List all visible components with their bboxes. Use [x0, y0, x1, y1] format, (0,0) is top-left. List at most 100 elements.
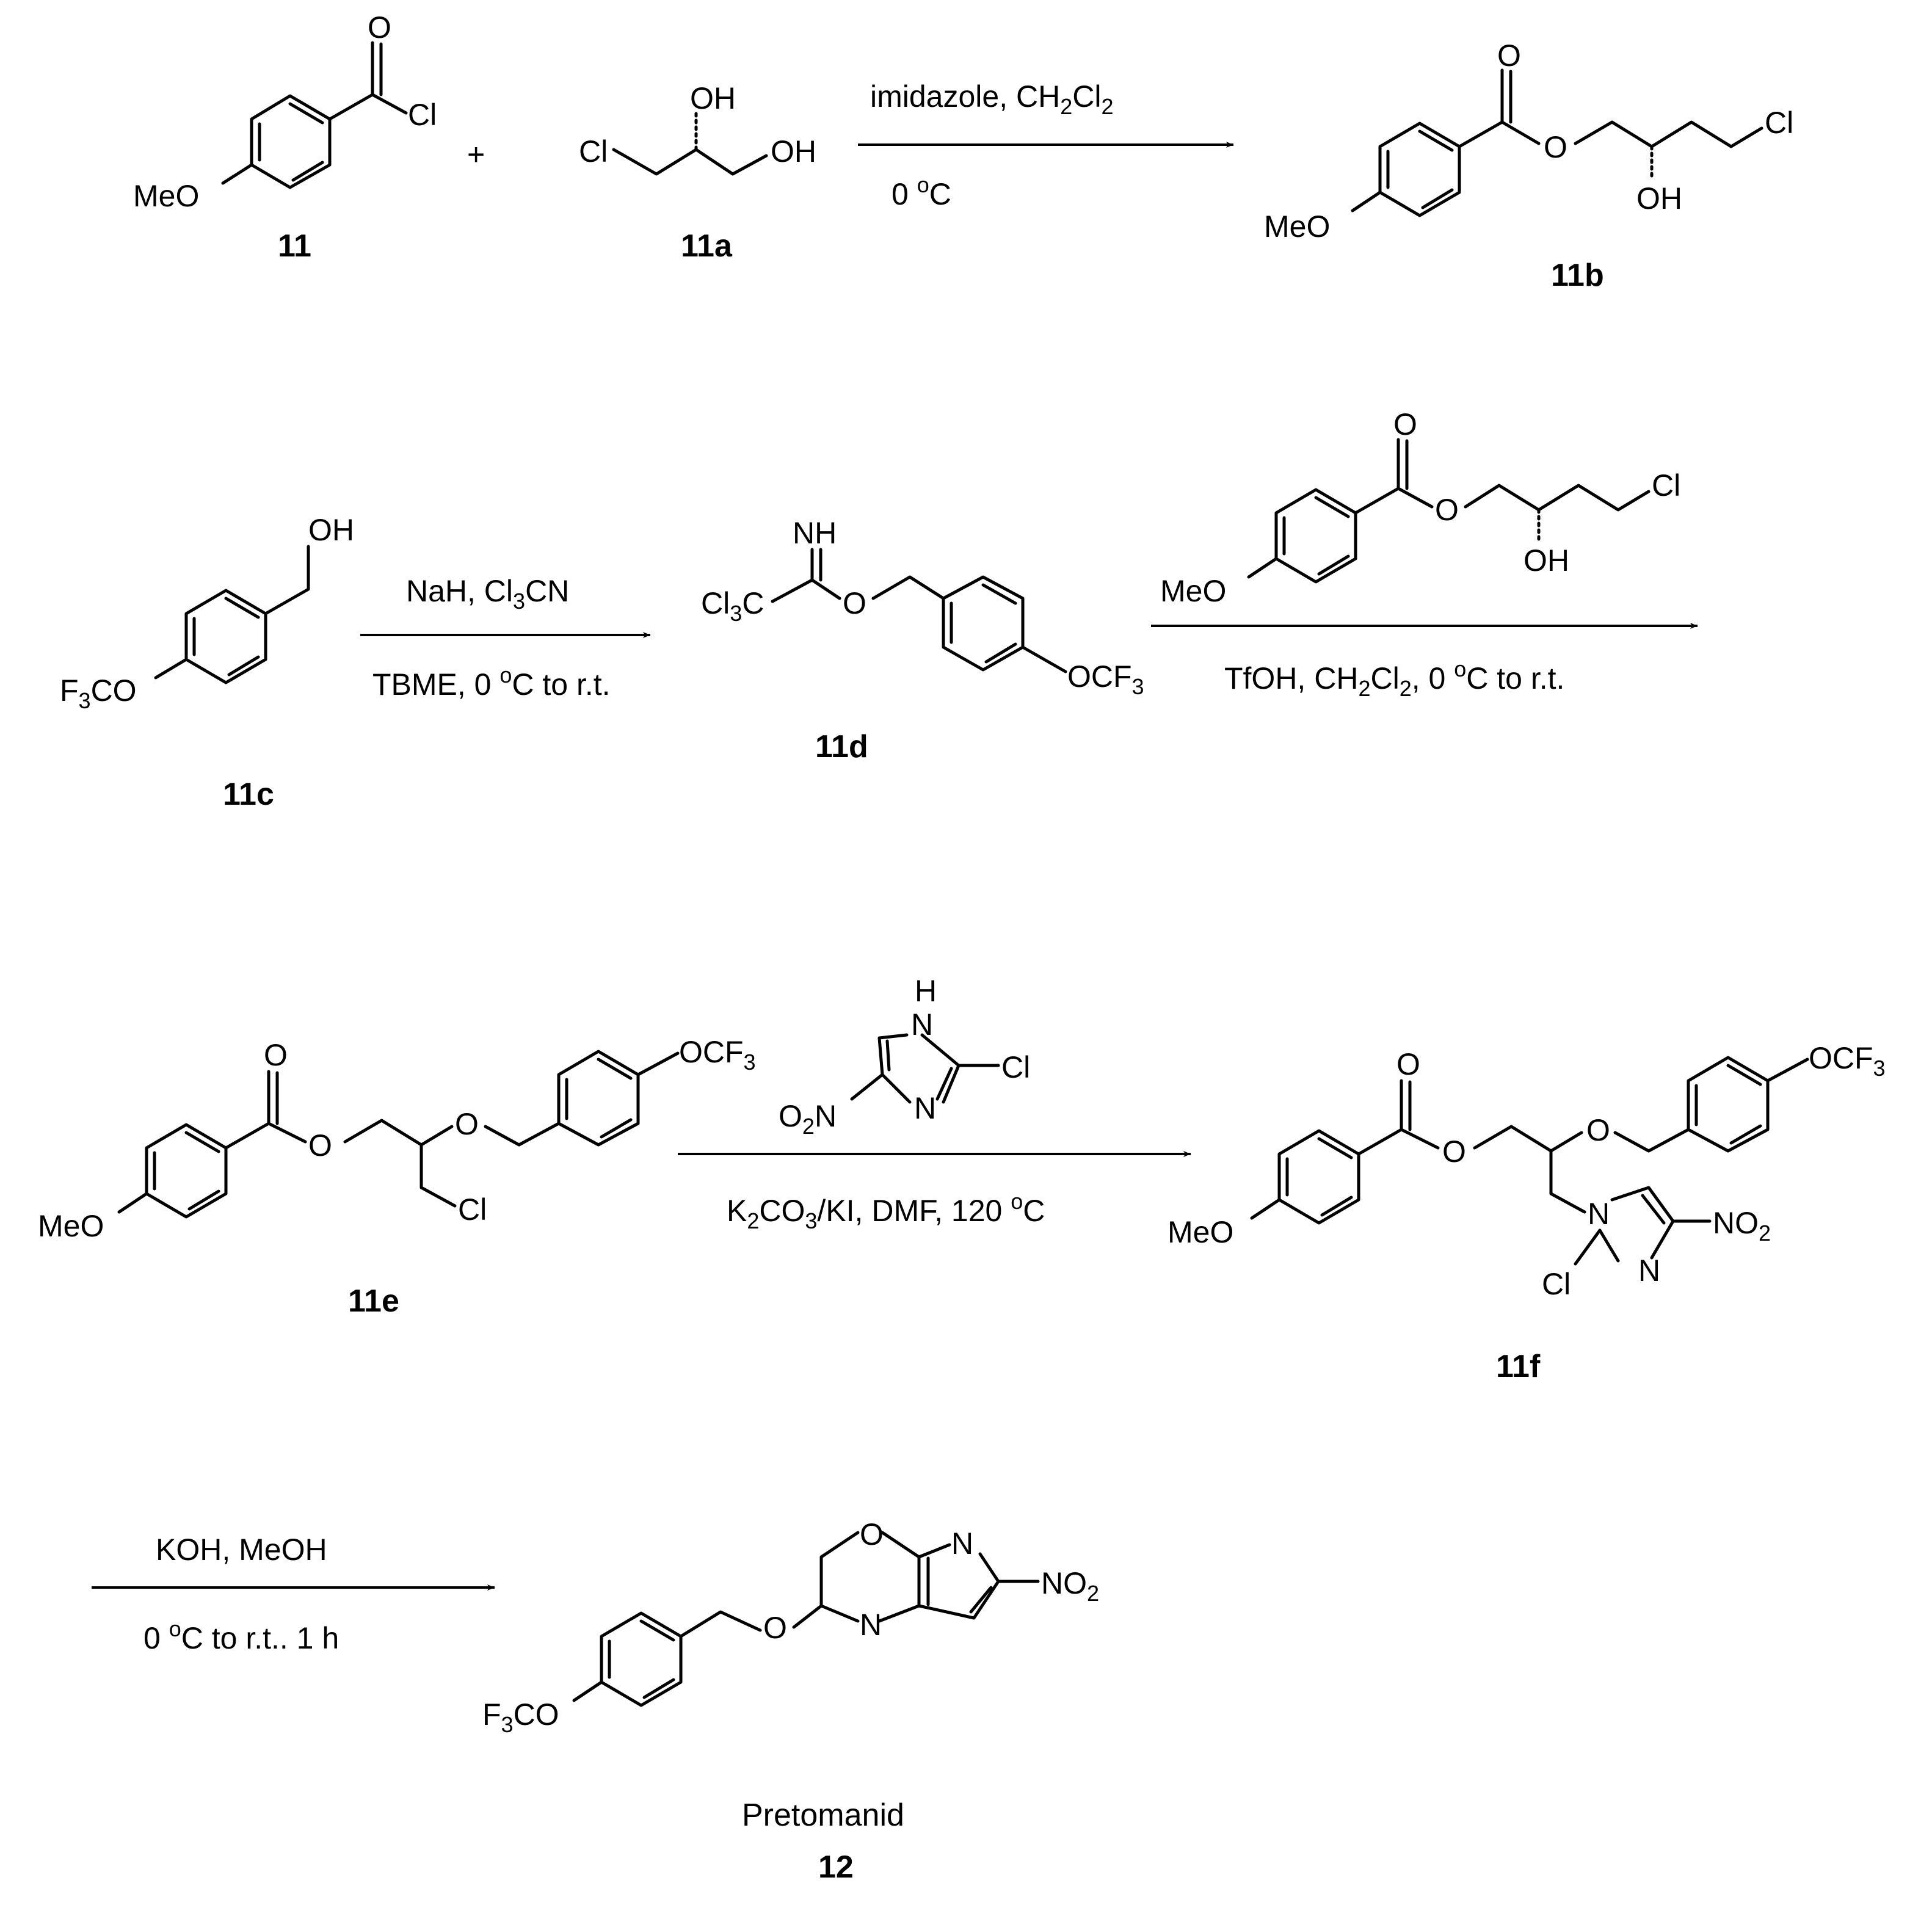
n1-label: N — [1588, 1197, 1610, 1231]
methoxy-label: MeO — [38, 1209, 104, 1243]
ocf3-bond — [636, 1051, 680, 1076]
step2-above: NaH, Cl3CN — [406, 574, 569, 614]
label-11e: 11e — [348, 1283, 399, 1319]
step3-below: TfOH, CH2Cl2, 0 oC to r.t. — [1224, 656, 1564, 701]
benzene-ring-b — [517, 1050, 640, 1147]
no2-label: NO2 — [1713, 1206, 1771, 1246]
ester-o: O — [1442, 1134, 1466, 1169]
carbonyl-o: O — [1497, 38, 1521, 73]
nh-label: NH — [793, 516, 837, 550]
ocf3-label: OCF3 — [1067, 659, 1144, 699]
ocf3-bond — [1021, 645, 1067, 673]
reagent-chloronitroimidazole: H N N Cl O2N — [779, 974, 1030, 1139]
label-12: 12 — [818, 1849, 854, 1885]
oh-label: OH — [308, 513, 354, 547]
methoxy-bond — [117, 1192, 148, 1214]
cl-label: Cl — [458, 1192, 487, 1227]
ether-o: O — [1586, 1113, 1610, 1147]
n-top: N — [911, 1007, 933, 1042]
compound-11a: Cl OH OH 11a — [579, 81, 816, 264]
n3-label: N — [1638, 1254, 1660, 1288]
carbonyl-o: O — [264, 1038, 288, 1072]
cl-label: Cl — [1652, 468, 1680, 503]
ester-chain — [224, 1070, 521, 1208]
benzene-ring — [942, 575, 1025, 672]
cl-bond — [1574, 1228, 1602, 1266]
ocf3-bond — [154, 658, 188, 680]
no2-bond — [850, 1073, 884, 1101]
methoxy-label: MeO — [133, 179, 199, 213]
benzene-ring — [184, 589, 267, 684]
plus-sign: + — [467, 137, 485, 172]
step2-below: TBME, 0 oC to r.t. — [372, 662, 611, 702]
ring-o: O — [860, 1517, 884, 1551]
label-11d: 11d — [815, 729, 868, 764]
acyl-cl: Cl — [408, 98, 437, 132]
oxazine-ring — [819, 1531, 930, 1623]
benzene-ring-a — [145, 1123, 228, 1219]
compound-name: Pretomanid — [742, 1798, 904, 1833]
cl-label: Cl — [1765, 106, 1793, 140]
oh-end: OH — [771, 134, 816, 169]
ocf3-label: F3CO — [482, 1697, 559, 1737]
imidate-bonds — [771, 548, 945, 603]
methoxy-bond — [221, 163, 253, 185]
acyl-bonds — [328, 41, 408, 121]
methoxy-bond — [1351, 191, 1382, 212]
oh-label: OH — [1523, 543, 1569, 578]
compound-12-pretomanid: O O N N NO2 F3CO Pretomanid 12 — [482, 1517, 1099, 1885]
reagent-11b-above-arrow: O O Cl OH MeO — [1160, 407, 1680, 608]
ccl3-label: Cl3C — [701, 586, 764, 626]
benzene-ring — [600, 1611, 683, 1707]
compound-11b: O O Cl OH MeO 11b — [1264, 38, 1793, 293]
label-11a: 11a — [681, 228, 733, 264]
compound-11d: NH Cl3C O OCF3 11d — [701, 516, 1144, 764]
compound-11: O Cl MeO 11 — [133, 10, 437, 264]
h-label: H — [915, 974, 937, 1008]
ether-o: O — [843, 586, 866, 620]
carbonyl-o: O — [368, 10, 391, 45]
benzyl-ether — [679, 1604, 823, 1638]
benzene-ring — [1378, 122, 1461, 217]
ester-chain — [1357, 1079, 1651, 1214]
label-11b: 11b — [1551, 258, 1604, 293]
benzene-ring — [250, 94, 332, 189]
imidazole-ring — [917, 1543, 1040, 1620]
methoxy-label: MeO — [1160, 574, 1226, 608]
ether-o: O — [763, 1611, 787, 1645]
label-11c: 11c — [223, 777, 274, 812]
compound-11e: O O O Cl OCF3 MeO 11e — [38, 1035, 756, 1319]
methoxy-label: MeO — [1168, 1215, 1233, 1249]
ester-bonds — [1354, 438, 1651, 515]
ester-o: O — [1435, 493, 1459, 527]
n-imid: N — [951, 1526, 973, 1561]
o2n-label: O2N — [779, 1099, 837, 1139]
ocf3-bond — [1766, 1058, 1809, 1083]
cl-label: Cl — [579, 134, 608, 169]
carbonyl-o: O — [1393, 407, 1417, 441]
benzene-ring-b — [1647, 1056, 1770, 1153]
step4-below: K2CO3/KI, DMF, 120 oC — [727, 1189, 1045, 1233]
no2-label: NO2 — [1041, 1566, 1099, 1606]
methoxy-bond — [1247, 557, 1278, 579]
carbonyl-o: O — [1396, 1047, 1420, 1081]
label-11f: 11f — [1496, 1349, 1541, 1384]
step5-above: KOH, MeOH — [156, 1533, 327, 1567]
ocf3-bond — [572, 1680, 603, 1702]
ch2oh-bonds — [264, 545, 310, 615]
ocf3-label: OCF3 — [1809, 1041, 1886, 1081]
benzene-ring — [1274, 488, 1357, 584]
imidazole-ring — [1598, 1186, 1712, 1263]
benzene-ring-a — [1277, 1129, 1360, 1225]
step1-below: 0 oC — [892, 172, 951, 211]
oh-label: OH — [1636, 181, 1682, 216]
ester-o: O — [1544, 130, 1567, 164]
cl-label: Cl — [1001, 1050, 1030, 1084]
methoxy-label: MeO — [1264, 209, 1330, 244]
n-ring: N — [860, 1608, 882, 1642]
label-11: 11 — [278, 228, 311, 264]
ocf3-label: F3CO — [60, 673, 137, 713]
compound-11c: OH F3CO 11c — [60, 513, 354, 812]
ester-bonds — [1458, 68, 1763, 148]
step5-below: 0 oC to r.t.. 1 h — [143, 1616, 339, 1655]
